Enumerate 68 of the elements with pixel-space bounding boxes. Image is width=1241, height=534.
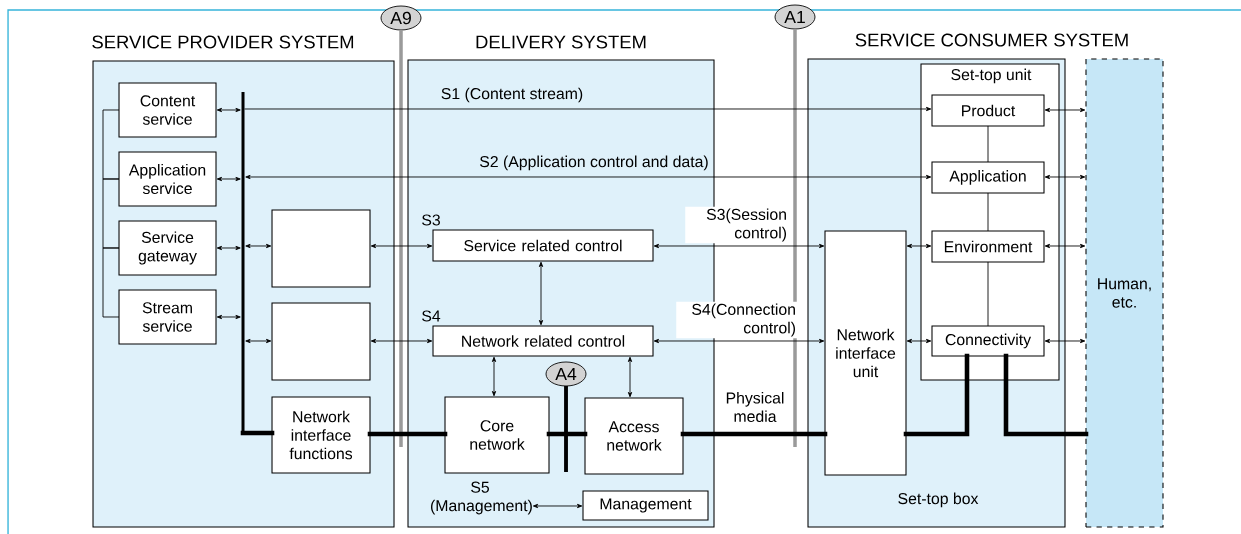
connector [244,106,932,112]
connector [1044,243,1086,249]
panel-caption: Set-top box [898,492,979,508]
connector [532,503,583,509]
empty-box [271,209,371,288]
reference-point-oval: A1 [774,4,816,30]
connector [1044,338,1086,344]
connector [546,431,588,437]
edge-label: S1 (Content stream) [441,87,583,103]
connector [491,356,497,397]
human-area: Human, etc. [1085,58,1164,528]
connector [216,176,241,182]
layer-box: Application [931,161,1045,194]
layer-box: Product [931,94,1045,127]
interface-label: S5 (Management) [431,481,532,515]
network-box: Access network [584,397,684,475]
connector [538,261,544,326]
connector [102,247,120,318]
connector [370,243,433,249]
connector [680,431,828,437]
panel-heading: SERVICE CONSUMER SYSTEM [855,33,1128,47]
network-box: Core network [444,396,550,474]
control-box: Network related control [432,325,654,357]
control-box: Service related control [432,229,654,262]
interface-unit-box: Network interface unit [824,230,907,476]
panel-heading: SERVICE PROVIDER SYSTEM [92,35,354,49]
function-box: Network interface functions [271,396,371,474]
connector [1044,107,1086,113]
connector [216,314,241,320]
connector [240,430,275,436]
connector [987,125,989,163]
edge-label: S3 [422,214,440,226]
edge-label: S2 (Application control and data) [480,155,708,171]
connector [102,109,120,180]
edge-label: S4(Connection control) [676,301,798,339]
connector [987,261,989,327]
edge-label: S3(Session control) [685,206,789,244]
layer-box: Environment [931,230,1045,263]
connector [906,243,932,249]
connector [245,174,932,180]
management-box: Management [582,490,709,521]
connector [245,338,272,344]
connector [627,356,633,398]
service-box: Application service [118,151,217,207]
empty-box [271,302,371,381]
service-box: Content service [118,82,217,138]
service-box: Service gateway [118,220,217,276]
connector [987,192,989,232]
connector [653,338,825,344]
edge-label: S4 [422,310,441,322]
connector [245,243,272,249]
connector [367,431,448,437]
reference-point-oval: A9 [380,5,422,31]
service-box: Stream service [118,289,217,345]
connector [370,338,433,344]
panel-heading: DELIVERY SYSTEM [476,35,646,49]
connector [653,243,825,249]
connector [102,178,120,249]
layer-box: Connectivity [931,325,1045,357]
connector [1044,174,1086,180]
connector [216,107,241,113]
panel-caption: Set-top unit [951,68,1032,84]
connector [216,245,241,251]
reference-point-oval: A4 [545,361,587,387]
connector [903,353,970,437]
connector [1003,353,1089,437]
edge-label: Physical media [726,391,784,423]
connector [906,338,932,344]
